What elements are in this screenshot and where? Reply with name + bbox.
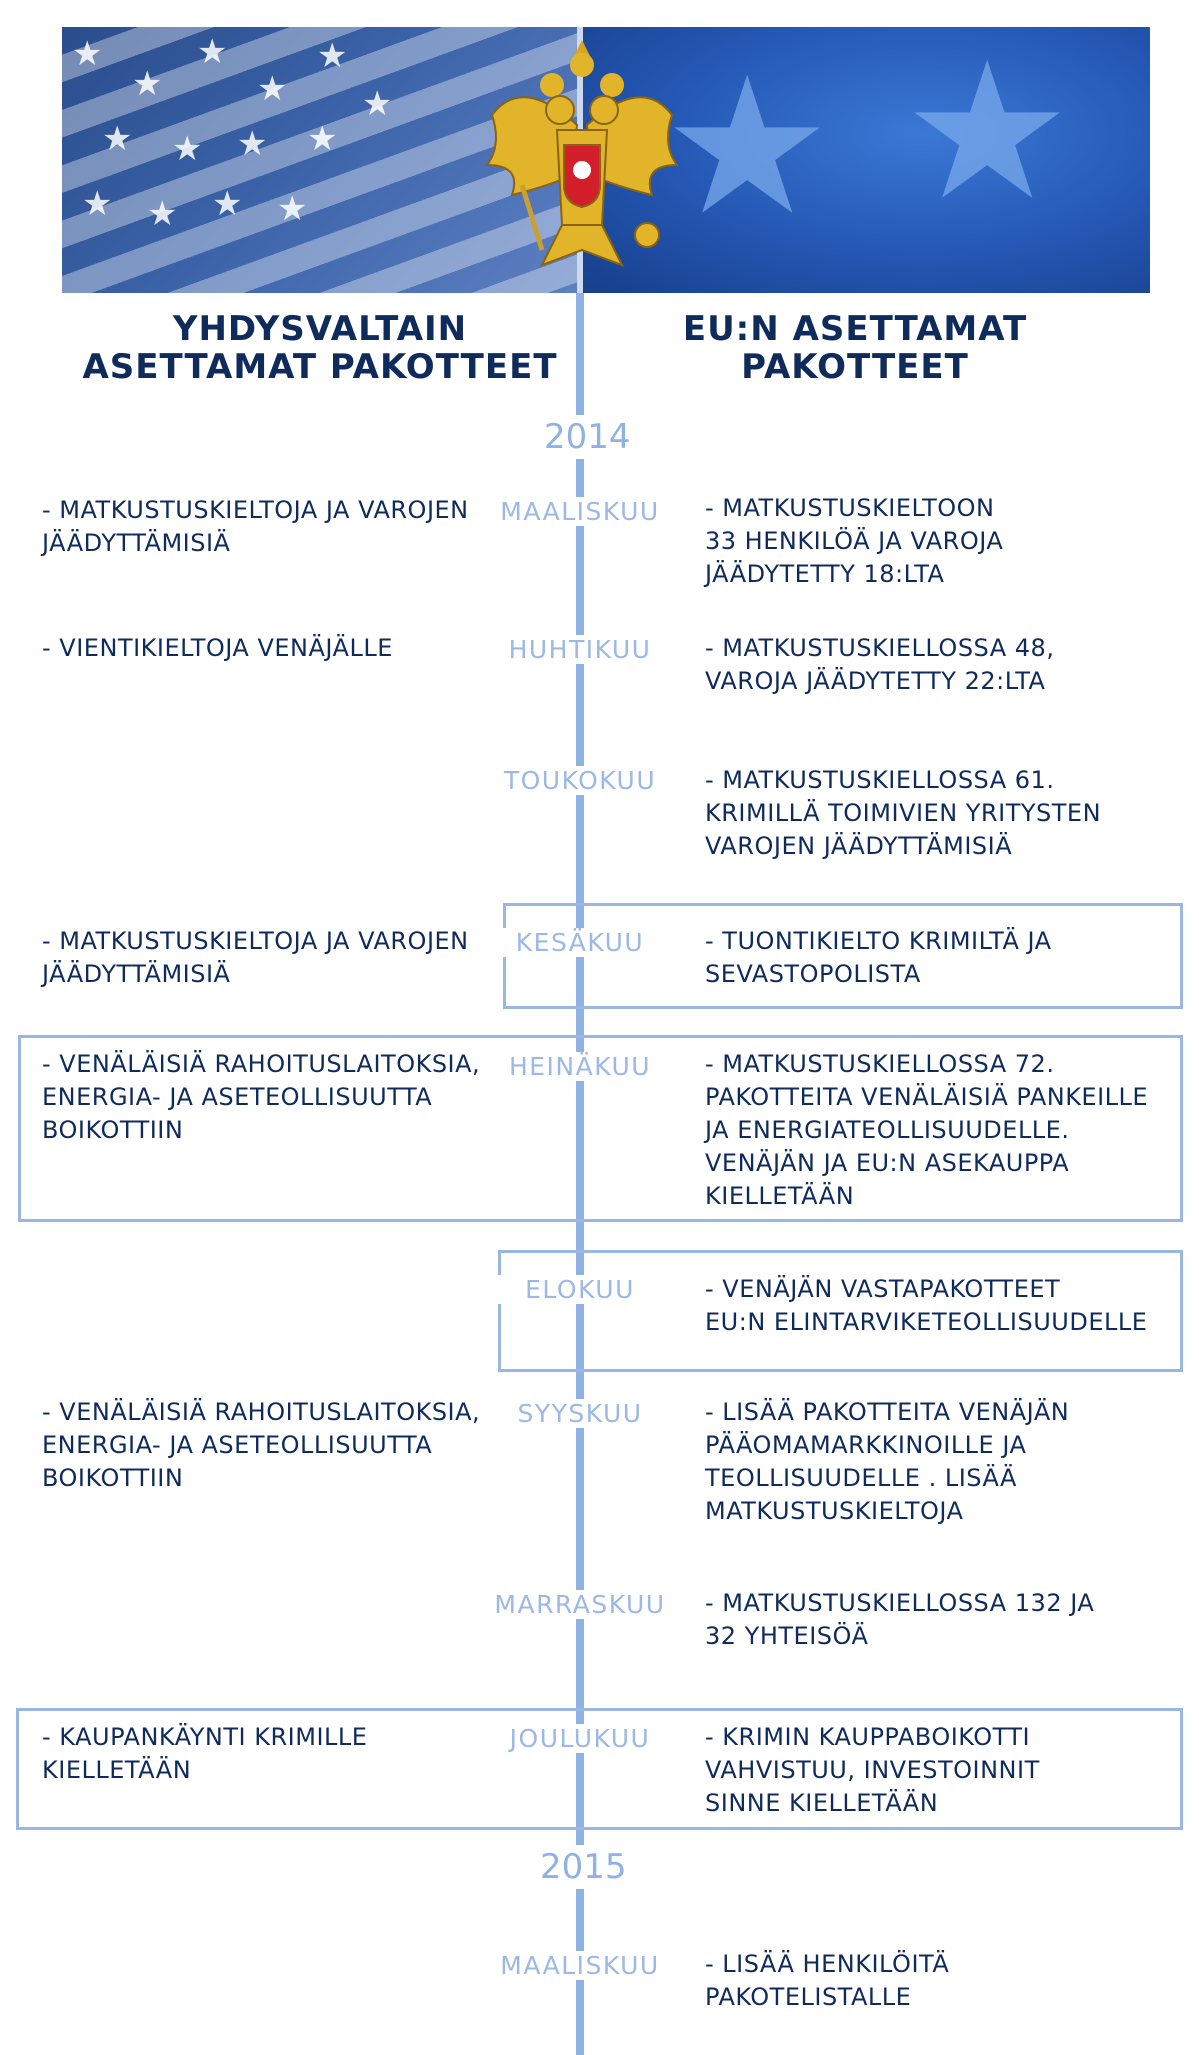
month-label: KESÄKUU: [470, 928, 690, 957]
usa-column-header: YHDYSVALTAIN ASETTAMAT PAKOTTEET: [50, 310, 590, 386]
year-label: 2015: [534, 1845, 633, 1889]
usa-sanction-entry: - VENÄLÄISIÄ RAHOITUSLAITOKSIA, ENERGIA-…: [42, 1048, 502, 1147]
usa-sanction-entry: - KAUPANKÄYNTI KRIMILLE KIELLETÄÄN: [42, 1721, 502, 1787]
eu-sanction-entry: - MATKUSTUSKIELLOSSA 48, VAROJA JÄÄDYTET…: [705, 632, 1185, 698]
eu-sanction-entry: - LISÄÄ PAKOTTEITA VENÄJÄN PÄÄOMAMARKKIN…: [705, 1396, 1185, 1528]
eu-sanction-entry: - MATKUSTUSKIELLOSSA 72. PAKOTTEITA VENÄ…: [705, 1048, 1185, 1213]
month-label: SYYSKUU: [470, 1399, 690, 1428]
month-label: MAALISKUU: [470, 1951, 690, 1980]
month-label: HEINÄKUU: [470, 1052, 690, 1081]
usa-sanction-entry: - VIENTIKIELTOJA VENÄJÄLLE: [42, 632, 502, 665]
eu-sanction-entry: - MATKUSTUSKIELLOSSA 61. KRIMILLÄ TOIMIV…: [705, 764, 1185, 863]
usa-sanction-entry: - MATKUSTUSKIELTOJA JA VAROJEN JÄÄDYTTÄM…: [42, 925, 502, 991]
month-label: MAALISKUU: [470, 497, 690, 526]
year-label: 2014: [538, 415, 637, 459]
eu-sanction-entry: - KRIMIN KAUPPABOIKOTTI VAHVISTUU, INVES…: [705, 1721, 1185, 1820]
eu-sanction-entry: - VENÄJÄN VASTAPAKOTTEET EU:N ELINTARVIK…: [705, 1273, 1185, 1339]
eu-sanction-entry: - LISÄÄ HENKILÖITÄ PAKOTELISTALLE: [705, 1948, 1185, 2014]
month-label: ELOKUU: [470, 1275, 690, 1304]
month-label: JOULUKUU: [470, 1724, 690, 1753]
flags-banner: ★ ★ ★ ★ ★ ★ ★ ★ ★ ★ ★ ★ ★ ★ ★ ★: [62, 27, 1150, 293]
month-label: MARRASKUU: [470, 1590, 690, 1619]
eu-column-header: EU:N ASETTAMAT PAKOTTEET: [640, 310, 1070, 386]
month-label: TOUKOKUU: [470, 766, 690, 795]
eu-sanction-entry: - MATKUSTUSKIELLOSSA 132 JA 32 YHTEISÖÄ: [705, 1587, 1185, 1653]
usa-sanction-entry: - MATKUSTUSKIELTOJA JA VAROJEN JÄÄDYTTÄM…: [42, 494, 502, 560]
russian-coat-of-arms-icon: [482, 35, 682, 285]
month-label: HUHTIKUU: [470, 635, 690, 664]
usa-sanction-entry: - VENÄLÄISIÄ RAHOITUSLAITOKSIA, ENERGIA-…: [42, 1396, 502, 1495]
eu-sanction-entry: - TUONTIKIELTO KRIMILTÄ JA SEVASTOPOLIST…: [705, 925, 1185, 991]
eu-sanction-entry: - MATKUSTUSKIELTOON 33 HENKILÖÄ JA VAROJ…: [705, 492, 1185, 591]
